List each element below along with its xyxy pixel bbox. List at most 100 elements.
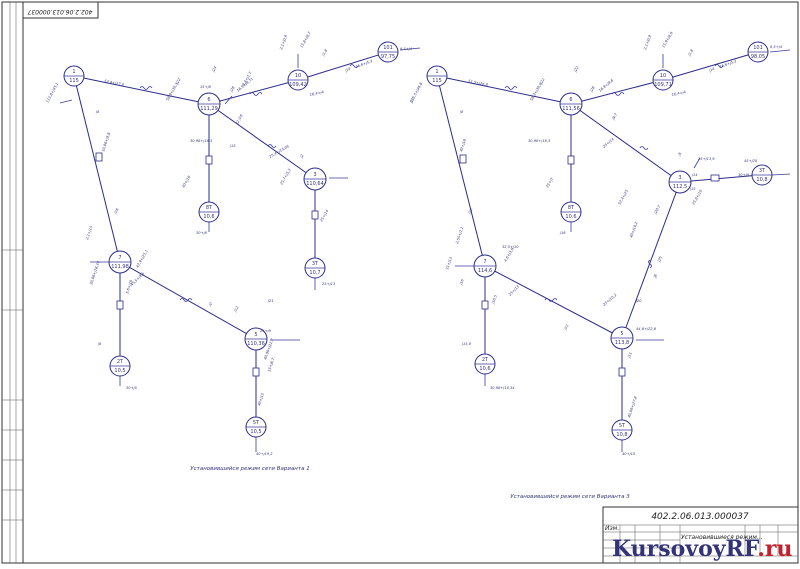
flow-label: j11 xyxy=(563,324,570,332)
node-d1-3: 3 110,64 xyxy=(303,167,327,191)
flow-label: 15+j8 xyxy=(200,85,212,89)
svg-text:98,05: 98,05 xyxy=(751,54,765,60)
svg-text:8T: 8T xyxy=(568,205,575,211)
svg-text:3: 3 xyxy=(313,172,316,178)
flow-label: 25+j14 xyxy=(319,208,329,222)
flow-label: 8,4+j1,7 xyxy=(241,71,253,87)
svg-text:10,5: 10,5 xyxy=(250,429,261,435)
node-d2-5t: 5T 10,8 xyxy=(611,419,633,441)
flow-label: 31+j13 xyxy=(445,256,453,270)
svg-text:1: 1 xyxy=(435,69,438,75)
flow-label: 40,99+j27,8 xyxy=(627,395,638,418)
flow-label: 25+j14 xyxy=(602,137,615,149)
flow-label: 30,98+j18,3 xyxy=(190,139,213,143)
flow-label: 25+j7 xyxy=(545,176,554,188)
flow-label: 4,6+j3,8 xyxy=(503,247,515,263)
svg-text:111,56: 111,56 xyxy=(562,106,580,112)
flow-label: j28 xyxy=(229,85,236,93)
flow-label: 40+j18 xyxy=(459,138,467,152)
flow-label: j1,8 xyxy=(321,48,329,57)
node-d2-10: 10 109,71 xyxy=(652,69,674,91)
flow-label: j9,7 xyxy=(611,112,619,121)
flow-label: 52,4+j27,8 xyxy=(104,79,125,87)
caption-variant-1: Установившийся режим сети Варианта 1 xyxy=(190,466,309,472)
svg-text:112,5: 112,5 xyxy=(673,184,687,190)
flow-label: 25+j13,9 xyxy=(698,157,715,161)
flow-label: j24 xyxy=(211,65,218,73)
svg-text:111,29: 111,29 xyxy=(200,106,218,112)
flow-label: j12 xyxy=(467,207,474,215)
flow-label: 24+j9 xyxy=(260,329,272,333)
flow-label: j22 xyxy=(573,65,580,73)
node-d1-8t: 8T 10,6 xyxy=(198,201,220,223)
flow-label: 2,1+j13 xyxy=(85,225,93,241)
flow-label: 16,6+j5,3 xyxy=(355,59,374,69)
svg-text:115: 115 xyxy=(69,78,79,84)
svg-text:10,8: 10,8 xyxy=(616,432,627,438)
flow-label: j16 xyxy=(237,113,244,121)
svg-text:10,6: 10,6 xyxy=(203,214,214,220)
flow-label: j11 xyxy=(627,352,633,360)
flow-label: j16 xyxy=(113,207,120,215)
flow-label: 2,1+j0,9 xyxy=(643,34,652,51)
flow-label: 30+j8 xyxy=(738,173,750,177)
flow-label: j22 xyxy=(175,77,182,85)
flow-label: 10,98+j9,8 xyxy=(101,131,111,152)
flow-label: j14 xyxy=(691,173,698,177)
svg-text:5T: 5T xyxy=(619,423,626,429)
svg-text:97,75: 97,75 xyxy=(381,54,395,60)
flow-label: j15,8 xyxy=(461,342,472,346)
svg-text:109,71: 109,71 xyxy=(654,82,672,88)
svg-text:3T: 3T xyxy=(759,168,766,174)
flow-label: 40+j19,2 xyxy=(629,221,639,239)
flow-label: j15 xyxy=(689,187,696,191)
svg-text:10,5: 10,5 xyxy=(114,368,125,374)
svg-text:110,36: 110,36 xyxy=(247,341,265,347)
svg-text:110,64: 110,64 xyxy=(306,181,324,187)
flow-label: 15+j8,7 xyxy=(267,357,275,373)
flow-label: 44,6+j22,6 xyxy=(636,327,657,331)
flow-label: j22 xyxy=(539,77,546,85)
svg-text:3T: 3T xyxy=(312,261,319,267)
flow-label: 40+j19,2 xyxy=(256,452,273,456)
flow-label: 51,5+j26,8 xyxy=(468,79,489,87)
svg-text:2T: 2T xyxy=(482,357,489,363)
node-d1-3t: 3T 10,7 xyxy=(304,257,326,279)
flow-label: 8,5+j4 xyxy=(770,45,783,49)
flow-label: j15 xyxy=(229,144,236,148)
flow-label: j14 xyxy=(344,66,352,73)
flow-label: 40+j15 xyxy=(622,452,636,456)
flow-label: j2 xyxy=(299,153,305,159)
title-block: 402.2.06.013.000037 Установившиеся режим… xyxy=(602,506,799,564)
flow-label: j25 xyxy=(657,255,663,263)
flow-label: 45+j20 xyxy=(744,159,758,163)
node-d2-3t: 3T 10,8 xyxy=(751,164,773,186)
flow-label: j10,5 xyxy=(491,294,498,305)
svg-text:10: 10 xyxy=(660,73,666,79)
flow-label: 40,99+j22,7 xyxy=(263,337,275,360)
flow-label: 2,55+j7,1 xyxy=(455,226,464,244)
flow-label: j28 xyxy=(589,85,596,93)
svg-text:10,7: 10,7 xyxy=(309,270,320,276)
svg-text:KursovoyRF.ru: KursovoyRF.ru xyxy=(612,536,792,562)
svg-text:109,42: 109,42 xyxy=(289,82,307,88)
flow-label: 30,98+j18,3 xyxy=(528,139,551,143)
svg-text:10,8: 10,8 xyxy=(756,177,767,183)
flow-label: 40+j18 xyxy=(181,174,191,188)
flow-label: j16 xyxy=(559,231,566,235)
flow-label: j8 xyxy=(459,110,464,114)
flow-label: j17 xyxy=(409,96,416,104)
svg-text:8T: 8T xyxy=(206,205,213,211)
